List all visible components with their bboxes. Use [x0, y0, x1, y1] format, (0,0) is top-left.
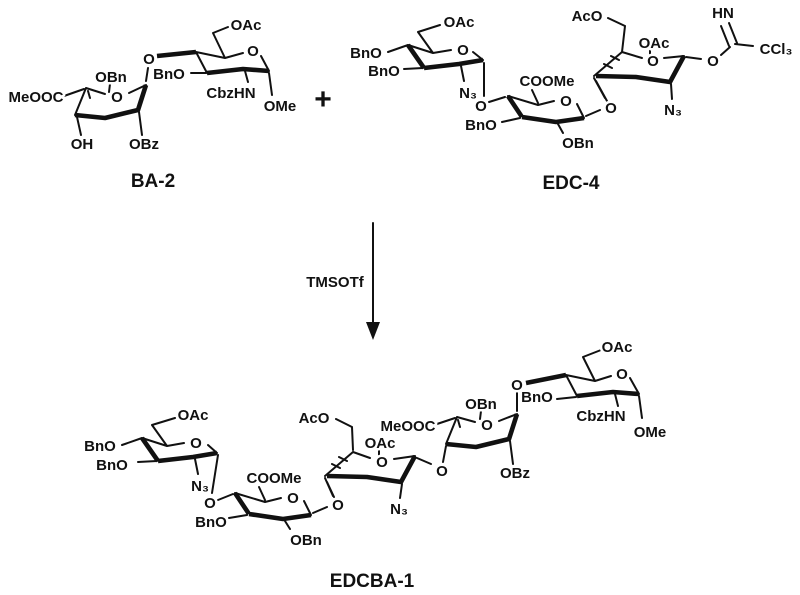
reaction-arrow: TMSOTf: [306, 222, 380, 340]
ba2-label-ome: OMe: [264, 98, 297, 115]
edcba1-label-oac-c: OAc: [365, 435, 396, 452]
edcba1-label-meooc: MeOOC: [380, 418, 435, 435]
edcba1-label-coome: COOMe: [246, 470, 301, 487]
edcba1-label-ring-o-d: O: [287, 490, 299, 507]
edc4-label-bno-d: BnO: [465, 117, 497, 134]
edcba1-label-cbzhn: CbzHN: [576, 408, 625, 425]
edcba1-label-obn-d: OBn: [290, 532, 322, 549]
arrow-head: [366, 322, 380, 340]
ba2-label-meooc: MeOOC: [8, 89, 63, 106]
edc4-label-aco: AcO: [572, 8, 603, 25]
edcba1-label-n3-c: N₃: [390, 501, 408, 518]
edc4-label-oac-e: OAc: [444, 14, 475, 31]
edc4-label-n3-e: N₃: [459, 85, 477, 102]
edcba1-label-n3-e: N₃: [191, 478, 209, 495]
ba2-bonds: [63, 26, 273, 136]
edcba1-label-ome: OMe: [634, 424, 667, 441]
reagent-label: TMSOTf: [306, 274, 364, 291]
edc4-label-obn-d: OBn: [562, 135, 594, 152]
edcba1-label-ring-o-c: O: [376, 454, 388, 471]
edcba1-bold-bonds: [140, 372, 640, 522]
edcba1-label-ring-o-a: O: [616, 366, 628, 383]
ba2-label-bno: BnO: [153, 66, 185, 83]
molecule-edc4: OAc BnO BnO O N₃ O COOMe O BnO OBn O AcO…: [348, 3, 795, 195]
ba2-label-ring-o-b: O: [111, 89, 123, 106]
ba2-label-oac: OAc: [231, 17, 262, 34]
edc4-label-bno1: BnO: [350, 45, 382, 62]
molecule-edcba1: OAc BnO BnO O N₃ O COOMe O BnO OBn O AcO…: [82, 337, 669, 593]
edcba1-label-ring-o-b: O: [481, 417, 493, 434]
edc4-name: EDC-4: [542, 173, 599, 194]
edc4-label-coome: COOMe: [519, 73, 574, 90]
ba2-name: BA-2: [131, 171, 175, 192]
edc4-label-n3-c: N₃: [664, 102, 682, 119]
ba2-label-glyc-o: O: [143, 51, 155, 68]
edc4-label-o-ed: O: [475, 98, 487, 115]
edcba1-label-bno1: BnO: [84, 438, 116, 455]
edcba1-label-aco: AcO: [299, 410, 330, 427]
edcba1-label-obn-b: OBn: [465, 396, 497, 413]
edcba1-label-bno-a: BnO: [521, 389, 553, 406]
edc4-label-ring-o-e: O: [457, 42, 469, 59]
edc4-bonds: [387, 17, 754, 134]
edc4-label-hn: HN: [712, 5, 734, 22]
ba2-label-ring-o-a: O: [247, 43, 259, 60]
edcba1-label-ring-o-e: O: [190, 435, 202, 452]
ba2-label-obz: OBz: [129, 136, 159, 153]
edc4-label-ring-o-c: O: [647, 53, 659, 70]
edc4-label-o-dc: O: [605, 100, 617, 117]
ba2-label-obn: OBn: [95, 69, 127, 86]
molecule-ba2: OAc O BnO O CbzHN OMe MeOOC OBn O OH OBz…: [6, 15, 299, 193]
edcba1-label-o-ba: O: [511, 377, 523, 394]
edcba1-label-o-ed: O: [204, 495, 216, 512]
edcba1-label-bno2: BnO: [96, 457, 128, 474]
edcba1-label-o-cb: O: [436, 463, 448, 480]
ba2-label-cbzhn: CbzHN: [206, 85, 255, 102]
edcba1-label-o-dc: O: [332, 497, 344, 514]
ba2-label-oh: OH: [71, 136, 94, 153]
edcba1-bonds: [121, 349, 643, 530]
edcba1-label-oac-a: OAc: [602, 339, 633, 356]
edc4-bold-bonds: [406, 43, 687, 125]
edc4-label-ring-o-d: O: [560, 93, 572, 110]
edc4-label-bno2: BnO: [368, 63, 400, 80]
edcba1-label-obz: OBz: [500, 465, 530, 482]
edc4-label-ccl3: CCl₃: [760, 41, 793, 58]
plus-sign: +: [314, 83, 332, 116]
edc4-label-o-link: O: [707, 53, 719, 70]
ba2-bold-bonds: [74, 49, 270, 121]
edcba1-name: EDCBA-1: [330, 571, 415, 592]
edcba1-label-bno-d: BnO: [195, 514, 227, 531]
edcba1-label-oac-e: OAc: [178, 407, 209, 424]
edc4-label-oac-c: OAc: [639, 35, 670, 52]
